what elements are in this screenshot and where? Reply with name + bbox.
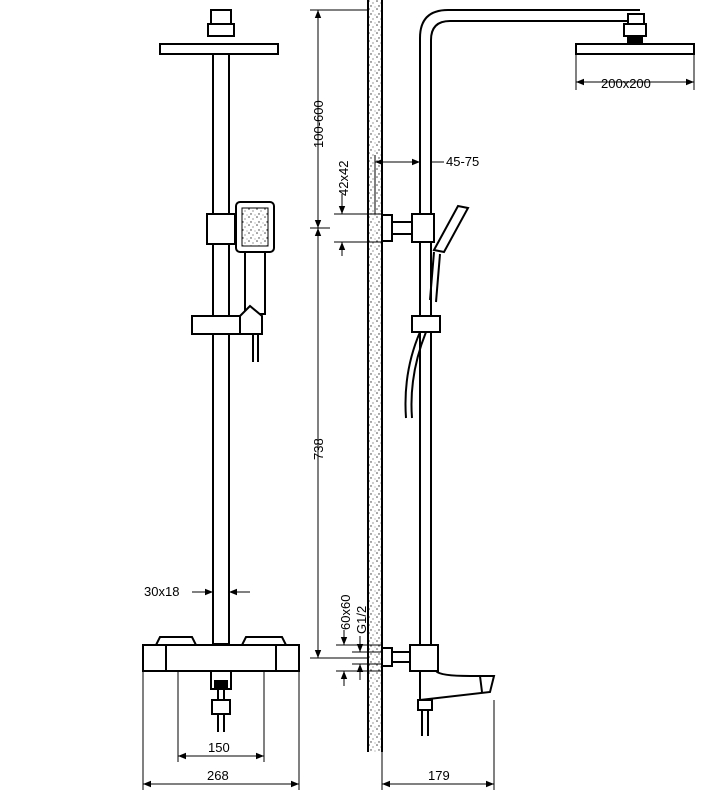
head-size-label: 200x200 xyxy=(601,76,651,91)
front-valve-body xyxy=(142,644,300,672)
side-upper-bracket xyxy=(411,213,435,243)
inlet-spacing-label: 150 xyxy=(208,740,230,755)
side-wall-plate xyxy=(381,214,393,242)
front-dimensions: 30x18 150 268 xyxy=(142,584,300,790)
front-head-connector-top xyxy=(210,9,232,25)
front-view xyxy=(142,9,300,732)
arm-height-label: 100-600 xyxy=(311,100,326,148)
wall xyxy=(368,0,382,752)
valve-width-label: 268 xyxy=(207,768,229,783)
front-hand-shower-handle xyxy=(244,251,266,315)
front-upper-bracket xyxy=(206,213,236,245)
front-rail xyxy=(212,53,230,645)
side-arm-end xyxy=(627,13,645,25)
side-spout xyxy=(419,670,496,702)
side-dimensions: 200x200 100-600 738 45-75 42x42 60x60 G1… xyxy=(310,9,695,790)
front-shower-head xyxy=(159,43,279,55)
valve-depth-label: 179 xyxy=(428,768,450,783)
side-slider xyxy=(411,315,441,333)
thread-label: G1/2 xyxy=(354,606,369,634)
side-wall-connector xyxy=(381,647,393,667)
wall-distance-label: 45-75 xyxy=(446,154,479,169)
total-height-label: 738 xyxy=(311,438,326,460)
side-shower-head xyxy=(575,43,695,55)
side-view xyxy=(367,0,695,752)
side-valve-body xyxy=(409,644,439,672)
bracket-size-label: 42x42 xyxy=(336,161,351,196)
valve-size-label: 60x60 xyxy=(338,595,353,630)
front-head-connector-bottom xyxy=(207,23,235,37)
side-hand-shower xyxy=(432,204,470,254)
side-head-connector xyxy=(623,23,647,37)
rail-section-label: 30x18 xyxy=(144,584,179,599)
